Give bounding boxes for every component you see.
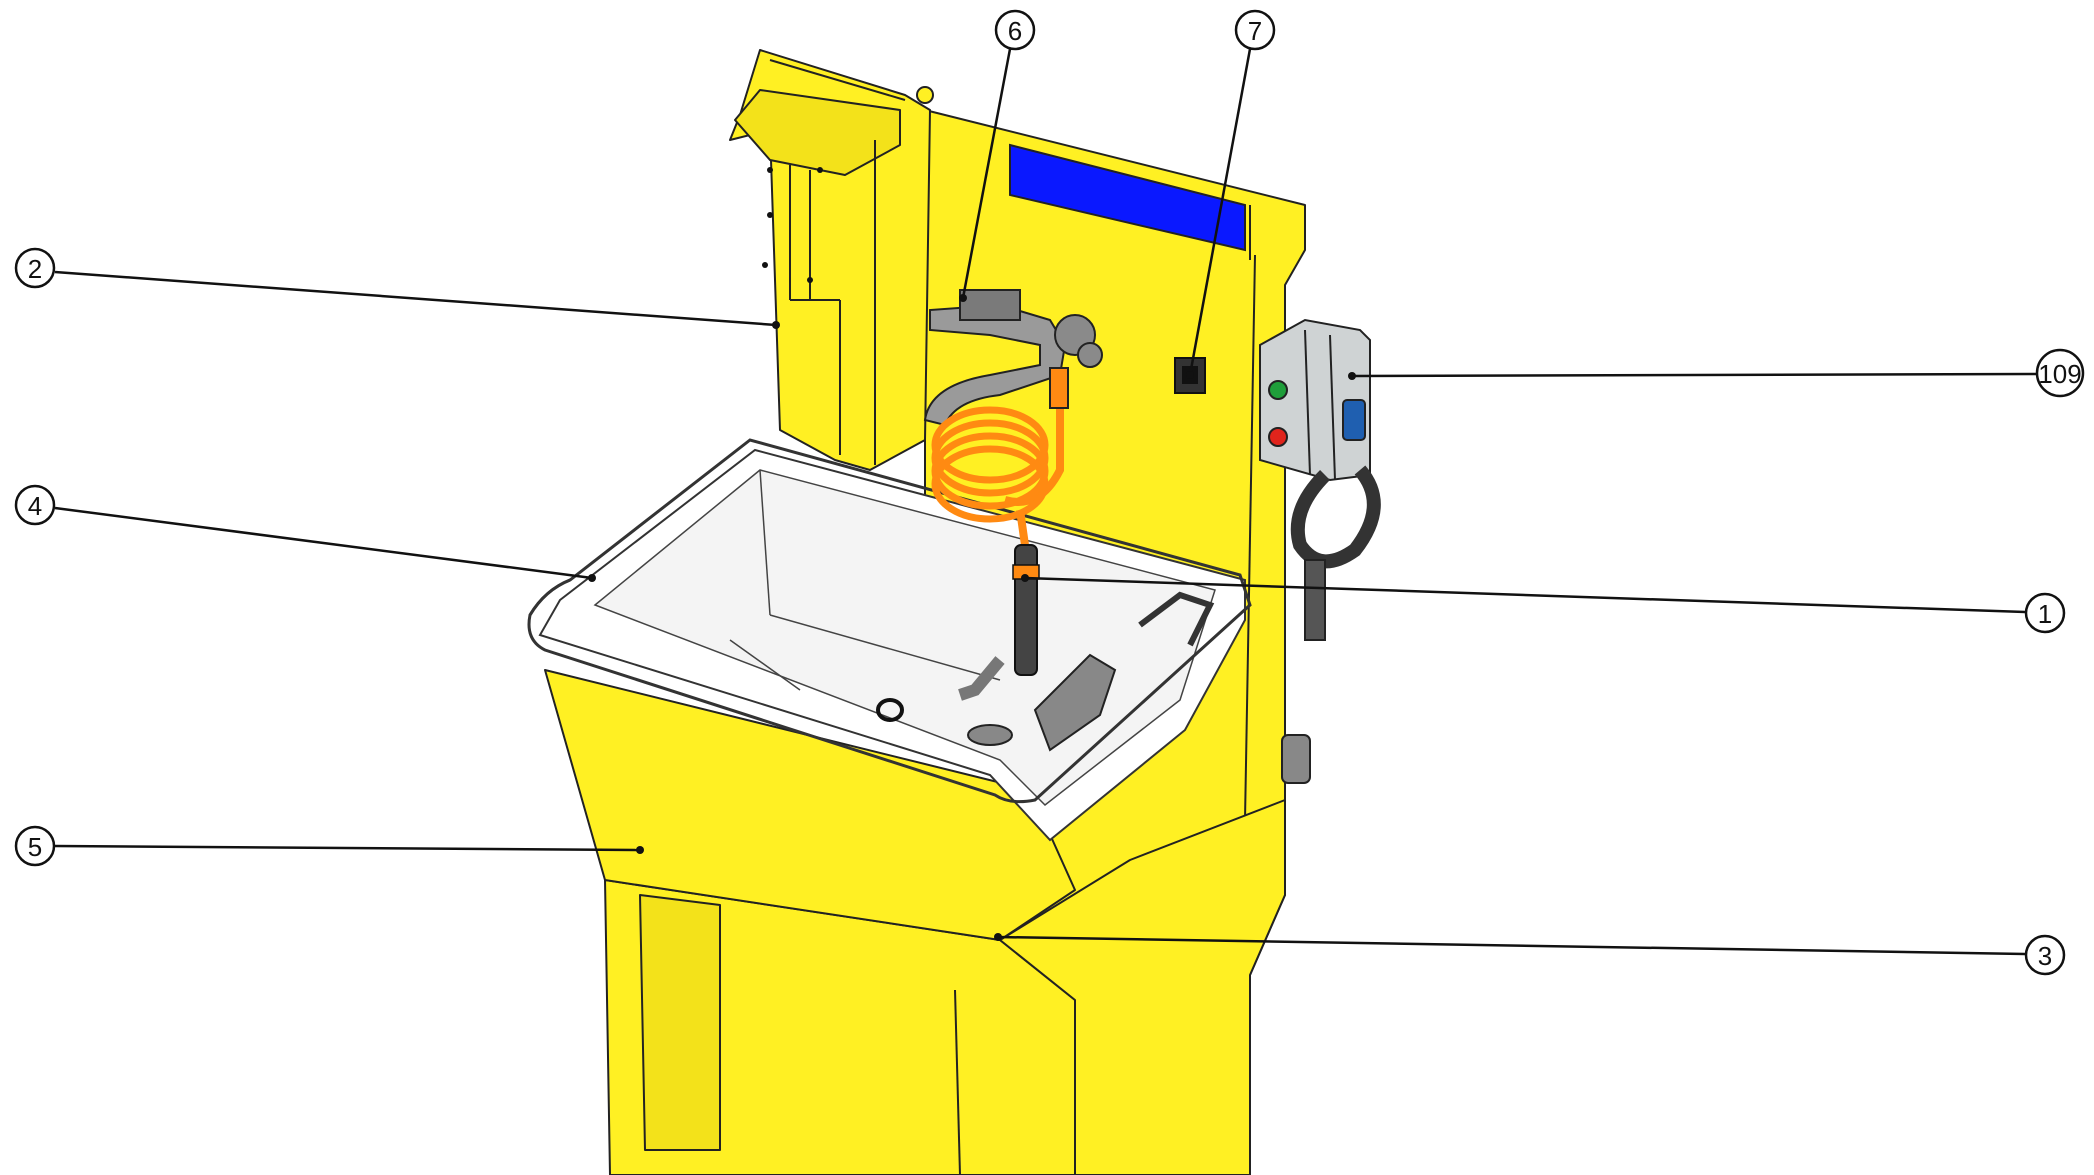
- leader-line-2: [54, 270, 777, 327]
- switch-socket: [1174, 357, 1206, 394]
- callout-label: 4: [28, 491, 42, 521]
- base-cabinet: [604, 799, 1286, 1175]
- display-window: [1009, 143, 1246, 252]
- callout-1: 1: [2024, 592, 2066, 634]
- callout-label: 7: [1248, 16, 1262, 46]
- control-box: [1259, 318, 1381, 641]
- rotary-knob: [1342, 399, 1366, 441]
- callout-circle: [14, 484, 56, 526]
- basin-rim: [528, 578, 571, 616]
- callout-circle: [14, 825, 56, 867]
- faucet: [923, 289, 1103, 427]
- callout-3: 3: [2024, 934, 2066, 976]
- red-indicator-light: [1268, 427, 1288, 447]
- callout-circle: [14, 247, 56, 289]
- callout-circle: [994, 9, 1036, 51]
- leader-line-4: [54, 506, 593, 580]
- leader-line-6: [961, 48, 1012, 299]
- callout-5: 5: [14, 825, 56, 867]
- leader-dot-4: [588, 574, 596, 582]
- leader-dot-1: [1021, 574, 1029, 582]
- leader-line-3: [997, 935, 2026, 956]
- callout-markers: 1 2 3 4 5 6 7 109: [14, 9, 2085, 976]
- leader-dot-5: [636, 846, 644, 854]
- callout-label: 2: [28, 254, 42, 284]
- leader-line-109: [1351, 372, 2038, 378]
- callout-7: 7: [1234, 9, 1276, 51]
- leader-dot-6: [959, 294, 967, 302]
- leader-lines: [54, 48, 2038, 956]
- leader-line-1: [1024, 576, 2026, 614]
- callout-circle: [2024, 592, 2066, 634]
- leader-dot-109: [1348, 372, 1356, 380]
- callout-2: 2: [14, 247, 56, 289]
- callout-circle: [2035, 348, 2085, 398]
- green-indicator-light: [1268, 380, 1288, 400]
- callout-label: 5: [28, 832, 42, 862]
- leader-dot-7: [1186, 371, 1194, 379]
- callout-circle: [1234, 9, 1276, 51]
- hose: [931, 367, 1069, 701]
- callout-label: 6: [1008, 16, 1022, 46]
- leader-dot-2: [772, 321, 780, 329]
- callout-label: 3: [2038, 941, 2052, 971]
- callout-4: 4: [14, 484, 56, 526]
- leader-line-5: [54, 844, 641, 852]
- leader-dot-3: [994, 933, 1002, 941]
- leader-line-7: [1188, 48, 1252, 376]
- callout-label: 109: [2038, 359, 2081, 389]
- lid: [729, 49, 934, 471]
- callout-circle: [2024, 934, 2066, 976]
- callout-109: 109: [2035, 348, 2085, 398]
- callout-label: 1: [2038, 599, 2052, 629]
- callout-6: 6: [994, 9, 1036, 51]
- front-panel: [544, 669, 1076, 941]
- side-fitting: [1281, 734, 1311, 784]
